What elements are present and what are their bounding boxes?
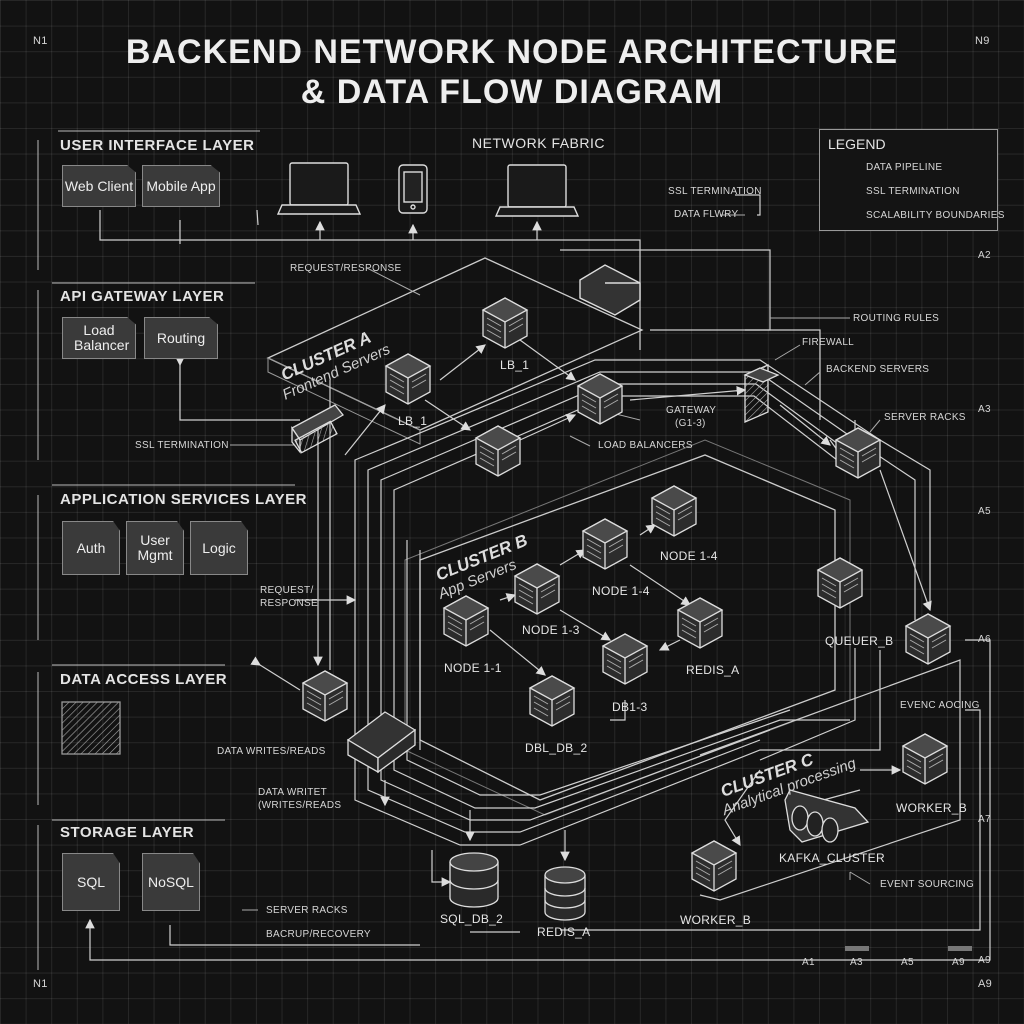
node-label-redis-a-bottom: REDIS_A xyxy=(537,925,591,939)
annotation-gateway: GATEWAY xyxy=(666,405,717,416)
logic-box: Logic xyxy=(190,521,248,575)
annotation-ssl-termination-top: SSL TERMINATION xyxy=(668,186,762,197)
node-label-lb1-top: LB_1 xyxy=(500,358,530,372)
diagram-title-line-1: BACKEND NETWORK NODE ARCHITECTURE xyxy=(125,33,899,71)
node-label-worker-b-bottom: WORKER_B xyxy=(680,913,752,927)
mobile-app-box: Mobile App xyxy=(142,165,220,207)
annotation-request-response-mid-2: RESPONSE xyxy=(260,598,318,609)
load-balancer-box: Load Balancer xyxy=(62,317,136,359)
node-label-node-1-4-top: NODE 1-4 xyxy=(660,549,718,563)
node-label-sql-db-2: SQL_DB_2 xyxy=(440,912,504,926)
user-mgmt-box: User Mgmt xyxy=(126,521,184,575)
ruler-mark: A1 xyxy=(802,957,815,968)
nosql-box: NoSQL xyxy=(142,853,200,911)
node-label-node-1-4-mid: NODE 1-4 xyxy=(592,584,650,598)
ruler-mark: A3 xyxy=(850,957,863,968)
network-fabric-heading: NETWORK FABRIC xyxy=(472,135,606,151)
ruler-mark: A9 xyxy=(978,955,991,966)
annotation-request-response-mid-1: REQUEST/ xyxy=(260,585,314,596)
node-label-kafka-cluster: KAFKA_CLUSTER xyxy=(779,851,885,865)
ruler-mark: A7 xyxy=(978,814,991,825)
node-label-worker-b-right: WORKER_B xyxy=(896,801,968,815)
user-mgmt-label: User Mgmt xyxy=(137,532,173,563)
annotation-load-balancers: LOAD BALANCERS xyxy=(598,440,693,451)
legend-item-ssl-termination: SSL TERMINATION xyxy=(866,186,960,197)
data-access-layer-heading: DATA ACCESS LAYER xyxy=(60,671,228,688)
ui-layer-heading: USER INTERFACE LAYER xyxy=(60,137,255,154)
ruler-mark: A9 xyxy=(952,957,965,968)
sql-box: SQL xyxy=(62,853,120,911)
diagram-title-line-2: & DATA FLOW DIAGRAM xyxy=(300,73,724,111)
legend-item-data-pipeline: DATA PIPELINE xyxy=(866,162,943,173)
app-layer-heading: APPLICATION SERVICES LAYER xyxy=(60,491,307,508)
node-label-lb1-left: LB_1 xyxy=(398,414,428,428)
ruler-mark: A5 xyxy=(901,957,914,968)
annotation-ssl-termination-left: SSL TERMINATION xyxy=(135,440,229,451)
ruler-mark: A2 xyxy=(978,250,991,261)
corner-label-top-right: N9 xyxy=(975,35,990,47)
node-label-redis-a-mid: REDIS_A xyxy=(686,663,740,677)
annotation-server-racks-bottom: SERVER RACKS xyxy=(266,905,348,916)
node-label-queuer-b: QUEUER_B xyxy=(825,634,894,648)
annotation-gateway-sub: (G1-3) xyxy=(675,418,706,429)
web-client-box: Web Client xyxy=(62,165,136,207)
node-label-node-1-1: NODE 1-1 xyxy=(444,661,502,675)
annotation-data-writet-1: DATA WRITET xyxy=(258,787,328,798)
corner-label-bottom-right: A9 xyxy=(978,978,993,990)
annotation-backend-servers: BACKEND SERVERS xyxy=(826,364,930,375)
corner-label-top-left: N1 xyxy=(33,35,48,47)
annotation-data-writet-2: (WRITES/READS xyxy=(258,800,342,811)
auth-box: Auth xyxy=(62,521,120,575)
ruler-mark: A6 xyxy=(978,634,991,645)
api-layer-heading: API GATEWAY LAYER xyxy=(60,288,225,305)
annotation-data-writes-reads: DATA WRITES/READS xyxy=(217,746,326,757)
node-label-db1-3: DB1-3 xyxy=(612,700,648,714)
annotation-routing-rules: ROUTING RULES xyxy=(853,313,940,324)
ruler-mark: A5 xyxy=(978,506,991,517)
node-label-node-1-3: NODE 1-3 xyxy=(522,623,580,637)
annotation-event-sourcing: EVENT SOURCING xyxy=(880,879,975,890)
annotation-firewall: FIREWALL xyxy=(802,337,855,348)
annotation-evenc-aocing: EVENC AOCING xyxy=(900,700,980,711)
storage-layer-heading: STORAGE LAYER xyxy=(60,824,195,841)
annotation-server-racks-right: SERVER RACKS xyxy=(884,412,966,423)
corner-label-bottom-left: N1 xyxy=(33,978,48,990)
legend-heading: LEGEND xyxy=(828,136,886,152)
annotation-data-flwry: DATA FLWRY xyxy=(674,209,739,220)
node-label-dbl-db-2: DBL_DB_2 xyxy=(525,741,588,755)
load-balancer-label: Load Balancer xyxy=(74,322,130,353)
legend-panel xyxy=(819,129,998,231)
legend-item-scalability-boundaries: SCALABILITY BOUNDARIES xyxy=(866,210,1005,221)
ruler-mark: A3 xyxy=(978,404,991,415)
routing-box: Routing xyxy=(144,317,218,359)
annotation-backup-recovery: BACRUP/RECOVERY xyxy=(266,929,371,940)
annotation-request-response-top: REQUEST/RESPONSE xyxy=(290,263,402,274)
